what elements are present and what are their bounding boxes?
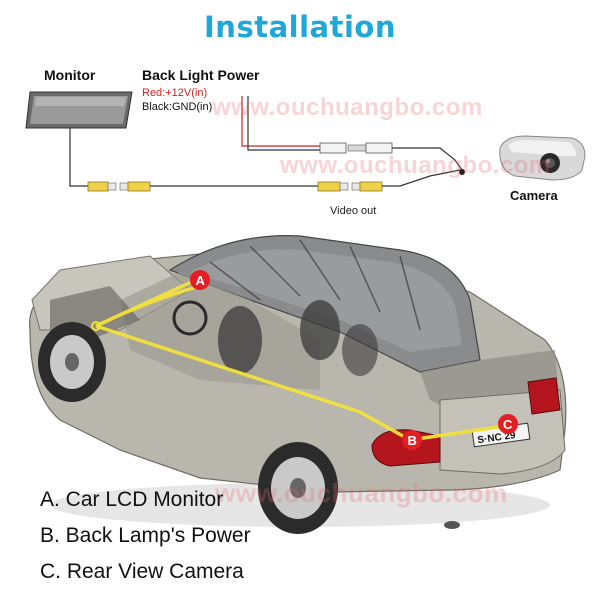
- video-out-label: Video out: [330, 205, 377, 217]
- badge-a: A: [190, 270, 210, 290]
- rear-wheel: [258, 442, 338, 534]
- monitor-cable: [69, 128, 90, 187]
- watermark-bottom: www.ouchuangbo.com: [215, 478, 508, 508]
- camera-device: [499, 135, 586, 181]
- monitor-label: Monitor: [44, 67, 96, 83]
- cable-route-line: [95, 276, 506, 442]
- badge-a-label: A: [196, 273, 206, 288]
- watermark-middle: www.ouchuangbo.com: [280, 152, 551, 179]
- monitor-device: [25, 91, 133, 129]
- power-connector: [319, 142, 393, 154]
- camera-label: Camera: [510, 188, 558, 203]
- red-wire-label: Red:+12V(in): [142, 87, 208, 99]
- front-wheel: [38, 322, 106, 402]
- watermark-top: www.ouchuangbo.com: [212, 94, 483, 121]
- badge-c: C: [498, 414, 518, 434]
- legend-item-c: C. Rear View Camera: [40, 560, 244, 583]
- legend-item-b: B. Back Lamp's Power: [40, 524, 251, 547]
- camera-power-cable: [392, 147, 463, 171]
- license-plate-text: S·NC 29: [477, 430, 517, 446]
- badge-b-label: B: [408, 433, 417, 448]
- black-wire-label: Black:GND(in): [142, 101, 213, 113]
- camera-video-cable: [382, 169, 461, 187]
- rca-connector-left: [87, 181, 151, 192]
- back-light-power-label: Back Light Power: [142, 67, 260, 83]
- rca-connector-right: [317, 181, 383, 192]
- installation-title: Installation: [204, 10, 396, 44]
- power-red-wire: [241, 96, 320, 147]
- power-black-wire: [247, 96, 320, 151]
- badge-b: B: [402, 430, 422, 450]
- wiring-diagram: [25, 91, 586, 192]
- badge-c-label: C: [503, 417, 513, 432]
- legend-item-a: A. Car LCD Monitor: [40, 488, 224, 511]
